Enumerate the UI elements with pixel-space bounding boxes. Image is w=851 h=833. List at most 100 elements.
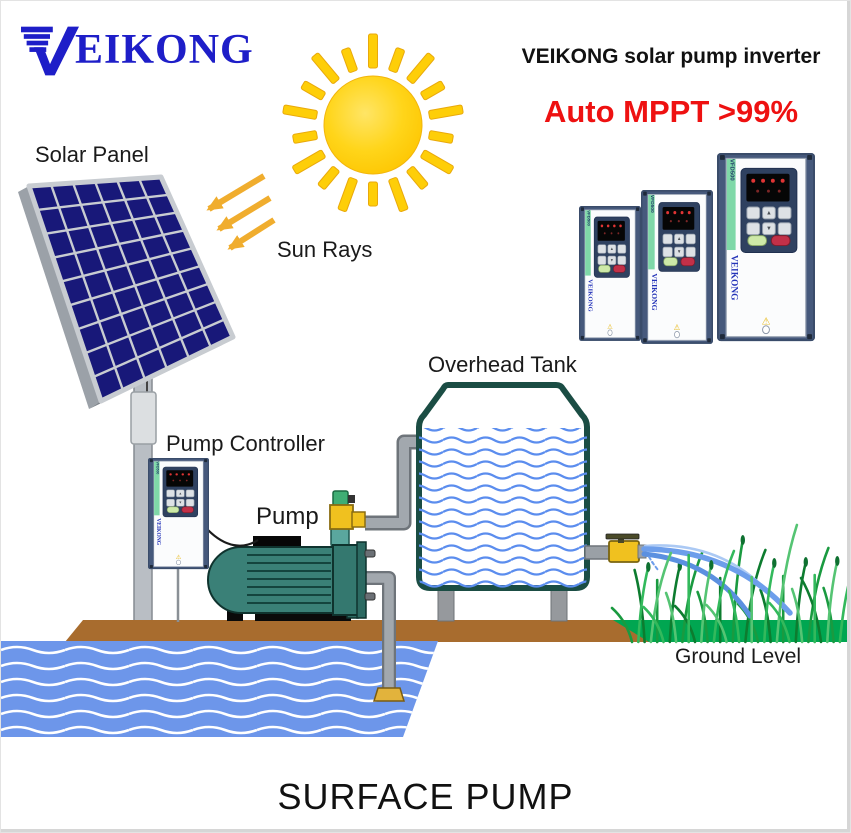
mount-hole xyxy=(176,559,181,566)
inverter-front-panel: VFD500 ▲ ▼ xyxy=(647,194,707,341)
run-stop-buttons xyxy=(747,235,791,247)
keypad-buttons: ▲ ▼ xyxy=(662,233,696,258)
inverter-brand-text: VEIKONG xyxy=(649,273,657,311)
keypad-button xyxy=(597,244,607,254)
led-indicators-dim xyxy=(166,479,193,482)
keypad-button xyxy=(617,244,627,254)
inverter-model-label: VFD500 xyxy=(155,461,159,475)
screw-icon xyxy=(643,191,647,196)
screw-icon xyxy=(580,335,584,340)
up-arrow-icon: ▲ xyxy=(762,206,776,220)
label-sun-rays: Sun Rays xyxy=(277,237,373,262)
keypad-button xyxy=(597,255,607,265)
junction-box xyxy=(130,391,157,445)
pump-controller-device: VFD500 ▲ ▼ xyxy=(148,458,209,570)
keypad-button xyxy=(185,489,195,498)
grass-front xyxy=(637,523,850,644)
label-pump: Pump xyxy=(256,503,319,530)
inverter-model-strip: VFD500 xyxy=(648,194,655,270)
tank-leg xyxy=(550,587,568,622)
inverter-brand-text: VEIKONG xyxy=(586,279,593,312)
keypad-button xyxy=(166,498,175,507)
screw-icon xyxy=(636,207,640,211)
keypad-buttons: ▲ ▼ xyxy=(166,489,195,507)
logo-text: EIKONG xyxy=(75,27,254,73)
pump-graphic xyxy=(207,490,376,621)
veikong-logo: EIKONG xyxy=(21,25,254,77)
inverter-display xyxy=(662,207,695,230)
label-solar-panel: Solar Panel xyxy=(35,142,149,167)
screw-icon xyxy=(719,334,725,340)
run-stop-buttons xyxy=(166,506,194,513)
led-indicators xyxy=(663,211,695,215)
down-arrow-icon: ▼ xyxy=(607,255,617,265)
label-overhead-tank: Overhead Tank xyxy=(428,352,577,377)
keypad-button xyxy=(662,233,673,245)
screw-icon xyxy=(719,154,725,160)
sun-rays-icon xyxy=(282,33,464,212)
inverter-keypad: ▲ ▼ xyxy=(593,216,630,278)
screw-icon xyxy=(707,191,711,196)
screw-icon xyxy=(204,565,208,568)
warning-icon: ⚠ xyxy=(673,323,681,333)
inverter-front-panel: VFD500 ▲ ▼ xyxy=(584,209,636,339)
inverter-front-panel: VFD500 ▲ ▼ xyxy=(153,460,204,567)
discharge-pipe xyxy=(365,434,425,531)
keypad-button xyxy=(185,498,195,507)
keypad-buttons: ▲ ▼ xyxy=(746,206,792,236)
inverter-large: VFD500 ▲ ▼ xyxy=(717,153,815,342)
bottom-border xyxy=(1,829,850,832)
keypad-button xyxy=(746,206,761,220)
keypad-button xyxy=(777,222,792,236)
run-stop-buttons xyxy=(663,257,695,267)
led-indicators-dim xyxy=(663,219,695,223)
screw-icon xyxy=(204,459,208,463)
down-arrow-icon: ▼ xyxy=(674,246,685,258)
stop-button xyxy=(680,257,695,267)
run-button xyxy=(663,257,678,267)
inverter-display xyxy=(166,470,194,487)
sun-icon xyxy=(282,33,464,212)
pond-water xyxy=(1,641,438,737)
tank-leg xyxy=(437,587,455,622)
inverter-brand-text: VEIKONG xyxy=(155,518,162,546)
screw-icon xyxy=(636,335,640,340)
headline-text: Auto MPPT >99% xyxy=(543,94,799,129)
right-border xyxy=(847,1,850,832)
inverter-model-strip: VFD500 xyxy=(154,461,160,516)
inverter-front-panel: VFD500 ▲ ▼ xyxy=(725,157,807,338)
mount-hole xyxy=(674,330,680,339)
inverter-model-label: VFD500 xyxy=(586,210,591,226)
inverter-model-strip: VFD500 xyxy=(585,210,591,276)
tagline-text: VEIKONG solar pump inverter xyxy=(521,45,821,68)
run-button xyxy=(166,506,180,513)
stop-button xyxy=(613,264,626,273)
foot-valve xyxy=(372,687,406,702)
up-arrow-icon: ▲ xyxy=(607,244,617,254)
up-arrow-icon: ▲ xyxy=(176,489,185,498)
inverter-small: VFD500 ▲ ▼ xyxy=(579,206,641,341)
screw-icon xyxy=(707,338,711,343)
run-button xyxy=(598,264,611,273)
tank-water-waves xyxy=(419,428,587,588)
keypad-button xyxy=(746,222,761,236)
keypad-buttons: ▲ ▼ xyxy=(597,244,627,265)
tank-outlet-valve xyxy=(584,533,647,563)
mount-hole xyxy=(607,329,613,336)
keypad-button xyxy=(777,206,792,220)
screw-icon xyxy=(807,154,813,160)
down-arrow-icon: ▼ xyxy=(762,222,776,236)
led-indicators xyxy=(746,178,789,183)
inverter-model-label: VFD500 xyxy=(728,158,735,181)
inverter-display xyxy=(597,220,625,241)
solar-panel-graphic xyxy=(18,174,236,409)
warning-icon: ⚠ xyxy=(175,554,182,561)
keypad-button xyxy=(166,489,175,498)
keypad-button xyxy=(685,233,696,245)
page-title: SURFACE PUMP xyxy=(277,776,574,817)
screw-icon xyxy=(580,207,584,211)
mount-hole xyxy=(762,325,770,335)
warning-icon: ⚠ xyxy=(761,316,771,328)
keypad-button xyxy=(662,246,673,258)
